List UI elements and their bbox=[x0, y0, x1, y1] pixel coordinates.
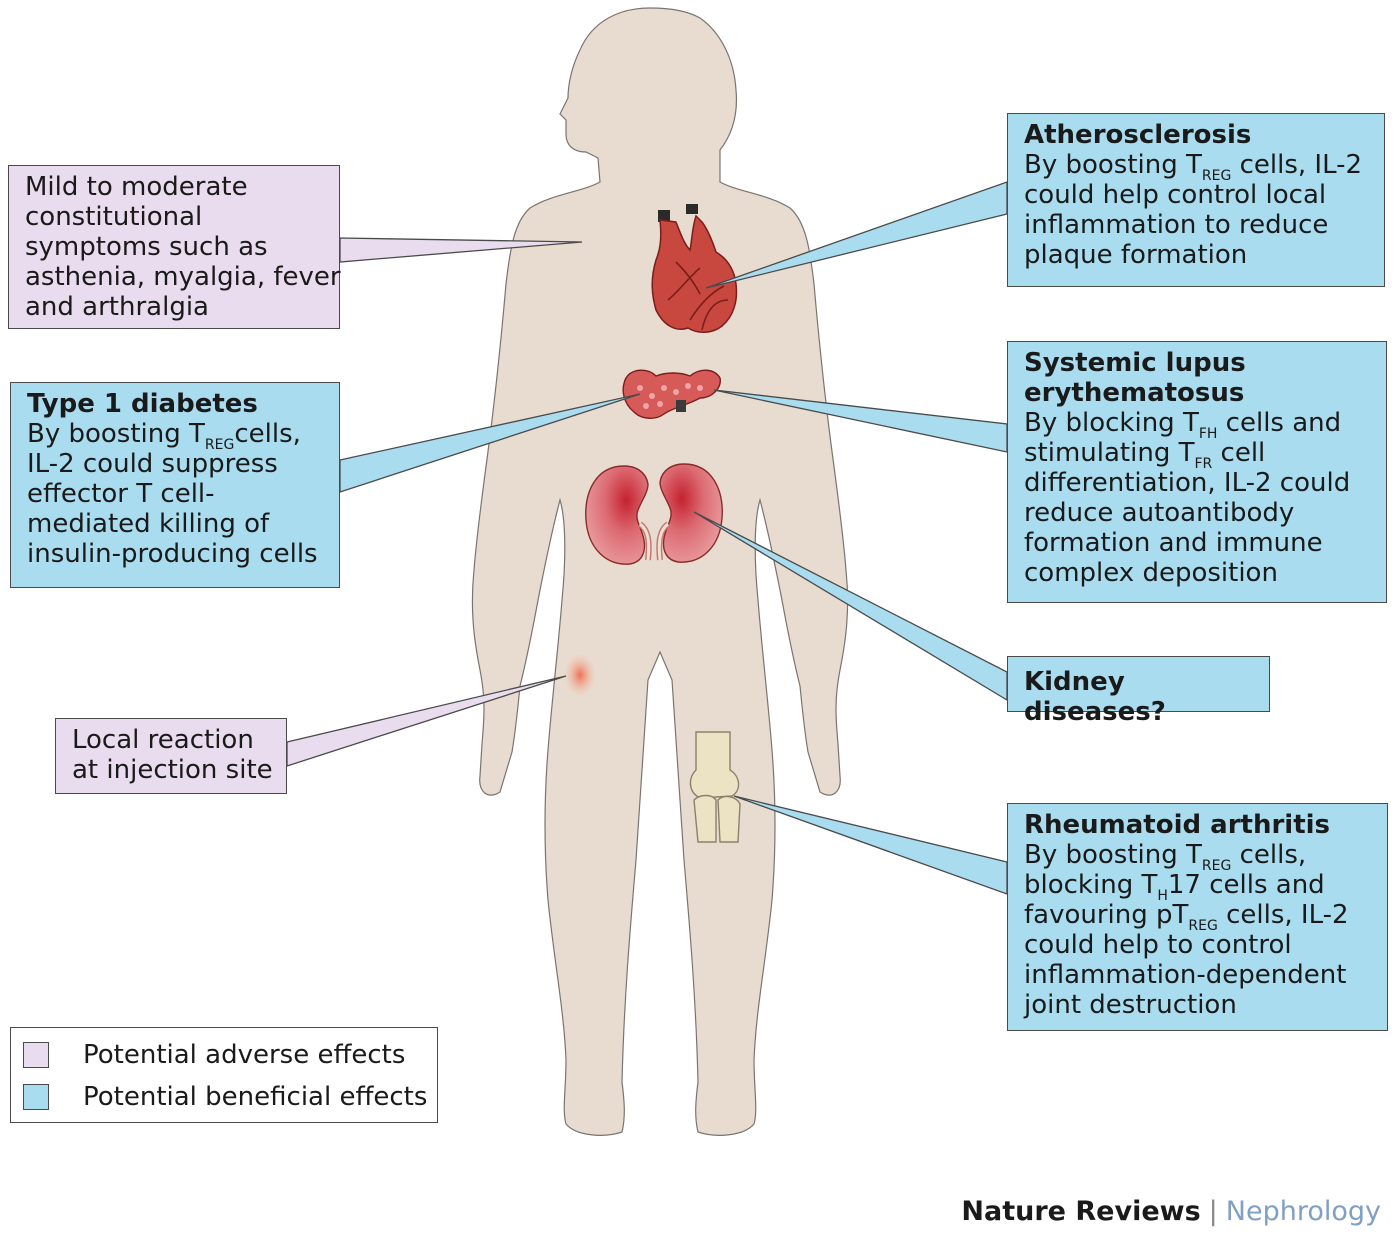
beneficial-swatch bbox=[23, 1084, 49, 1110]
box-title: Type 1 diabetes bbox=[27, 389, 258, 419]
separator: | bbox=[1208, 1196, 1218, 1227]
box-line: insulin-producing cells bbox=[27, 539, 318, 569]
box-line: effector T cell- bbox=[27, 479, 215, 509]
box-line: inflammation-dependent bbox=[1024, 960, 1347, 990]
constitutional-line: symptoms such as bbox=[25, 232, 268, 262]
type1-diabetes-box: Type 1 diabetes By boosting TREGcells, I… bbox=[10, 382, 340, 588]
legend: Potential adverse effects Potential bene… bbox=[10, 1027, 438, 1123]
box-title: Rheumatoid arthritis bbox=[1024, 810, 1331, 840]
diabetes-pointer bbox=[339, 393, 641, 493]
injection-reaction-box: Local reaction at injection site bbox=[55, 718, 287, 794]
rheumatoid-arthritis-box: Rheumatoid arthritis By boosting TREG ce… bbox=[1007, 803, 1388, 1031]
box-line: could help to control bbox=[1024, 930, 1292, 960]
journal-name: Nature Reviews bbox=[961, 1196, 1201, 1227]
box-line: plaque formation bbox=[1024, 240, 1248, 270]
body-silhouette bbox=[471, 7, 849, 1136]
kidney-diseases-box: Kidney diseases? bbox=[1007, 656, 1270, 727]
journal-credit: Nature Reviews|Nephrology bbox=[961, 1196, 1381, 1227]
legend-item-adverse: Potential adverse effects bbox=[23, 1040, 405, 1070]
legend-label: Potential adverse effects bbox=[83, 1040, 406, 1070]
box-line: formation and immune bbox=[1024, 528, 1323, 558]
heart-icon bbox=[651, 204, 738, 333]
adverse-swatch bbox=[23, 1042, 49, 1068]
legend-item-beneficial: Potential beneficial effects bbox=[23, 1082, 427, 1112]
box-line: joint destruction bbox=[1024, 990, 1237, 1020]
box-line: blocking TH17 cells and bbox=[1024, 870, 1325, 904]
constitutional-line: constitutional bbox=[25, 202, 203, 232]
box-line: favouring pTREG cells, IL-2 bbox=[1024, 900, 1349, 934]
box-line: IL-2 could suppress bbox=[27, 449, 278, 479]
constitutional-line: Mild to moderate bbox=[25, 172, 248, 202]
journal-subject: Nephrology bbox=[1225, 1196, 1381, 1227]
box-line: By boosting TREGcells, bbox=[27, 419, 301, 453]
legend-label: Potential beneficial effects bbox=[83, 1082, 428, 1112]
knee-joint-icon bbox=[689, 731, 741, 843]
injection-pointer bbox=[286, 675, 567, 767]
constitutional-line: and arthralgia bbox=[25, 292, 209, 322]
box-line: complex deposition bbox=[1024, 558, 1278, 588]
box-line: mediated killing of bbox=[27, 509, 270, 539]
kidneys-icon bbox=[585, 463, 723, 565]
pancreas-icon bbox=[622, 369, 721, 419]
constitutional-pointer bbox=[339, 237, 583, 263]
constitutional-symptoms-box: Mild to moderate constitutional symptoms… bbox=[8, 165, 341, 329]
atherosclerosis-box: Atherosclerosis By boosting TREG cells, … bbox=[1007, 113, 1385, 287]
box-line: By boosting TREG cells, IL-2 bbox=[1024, 150, 1363, 184]
box-line: inflammation to reduce bbox=[1024, 210, 1329, 240]
box-title: erythematosus bbox=[1024, 378, 1245, 408]
box-title: Systemic lupus bbox=[1024, 348, 1246, 378]
box-line: reduce autoantibody bbox=[1024, 498, 1295, 528]
box-title: Kidney diseases? bbox=[1024, 667, 1166, 727]
injection-line: Local reaction bbox=[72, 725, 254, 755]
injection-site-mark bbox=[564, 653, 596, 697]
box-title: Atherosclerosis bbox=[1024, 120, 1252, 150]
injection-line: at injection site bbox=[72, 755, 273, 785]
box-line: stimulating TFR cell bbox=[1024, 438, 1266, 472]
lupus-box: Systemic lupus erythematosus By blocking… bbox=[1007, 341, 1387, 603]
box-line: could help control local bbox=[1024, 180, 1327, 210]
box-line: differentiation, IL-2 could bbox=[1024, 468, 1351, 498]
constitutional-line: asthenia, myalgia, fever bbox=[25, 262, 341, 292]
box-line: By blocking TFH cells and bbox=[1024, 408, 1342, 442]
box-line: By boosting TREG cells, bbox=[1024, 840, 1307, 874]
